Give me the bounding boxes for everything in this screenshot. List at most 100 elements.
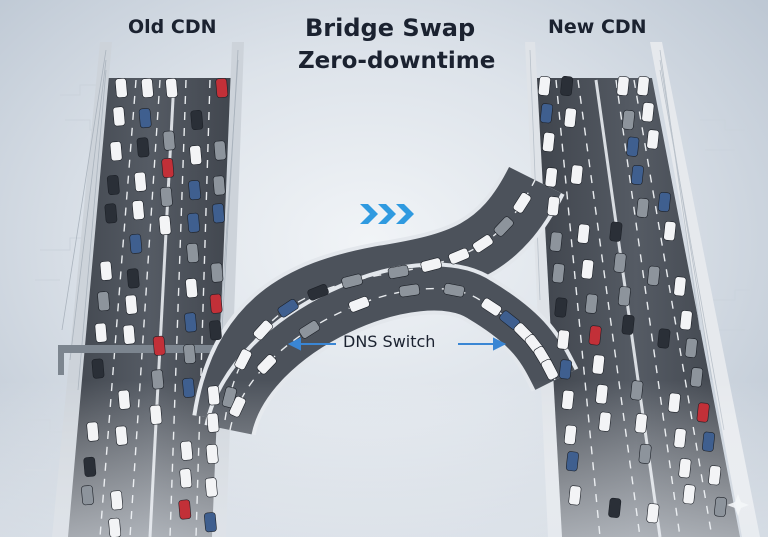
car	[112, 106, 126, 127]
car	[617, 286, 631, 307]
car	[131, 200, 145, 221]
car	[570, 164, 584, 185]
car	[207, 385, 221, 406]
old-cdn-label: Old CDN	[128, 16, 217, 38]
car	[298, 320, 320, 339]
car	[141, 78, 154, 98]
car	[657, 191, 671, 213]
car	[136, 137, 150, 158]
car	[158, 215, 172, 236]
car	[563, 107, 577, 128]
car	[708, 465, 722, 486]
car	[229, 395, 247, 418]
car	[646, 503, 660, 524]
car	[540, 358, 559, 381]
car	[448, 247, 470, 265]
car	[585, 293, 598, 314]
car	[540, 103, 553, 124]
car	[646, 129, 660, 150]
sparkle-icon	[727, 494, 749, 516]
car	[234, 348, 252, 371]
car	[621, 314, 635, 335]
car	[117, 389, 131, 410]
car	[595, 384, 609, 405]
car	[559, 359, 572, 380]
car	[114, 78, 128, 98]
car	[129, 233, 143, 254]
car	[341, 273, 363, 289]
car	[626, 136, 640, 157]
car	[210, 262, 224, 283]
car	[109, 141, 123, 162]
left-arrow-icon	[287, 337, 336, 351]
car	[165, 78, 178, 98]
traffic-cars	[81, 75, 727, 537]
car	[152, 335, 166, 356]
car	[256, 354, 277, 375]
car	[609, 221, 623, 242]
car	[149, 404, 163, 425]
car	[679, 310, 693, 331]
car	[387, 264, 410, 279]
car	[641, 102, 655, 123]
car	[222, 386, 237, 408]
car	[560, 75, 574, 97]
car	[542, 132, 556, 153]
car	[472, 234, 494, 253]
car	[598, 411, 612, 432]
car	[124, 294, 138, 315]
car	[696, 402, 710, 423]
car	[551, 263, 565, 284]
car	[581, 259, 594, 280]
car	[179, 468, 193, 489]
car	[638, 443, 652, 464]
car	[588, 325, 602, 346]
car	[178, 499, 192, 520]
car	[634, 413, 648, 434]
car	[205, 444, 219, 464]
car	[690, 367, 704, 388]
car	[91, 358, 105, 379]
forward-chevrons-icon	[360, 204, 414, 224]
car	[162, 130, 176, 151]
car	[151, 369, 164, 390]
car	[480, 297, 502, 317]
car	[189, 145, 203, 166]
car	[630, 380, 644, 401]
car	[190, 110, 204, 130]
car	[657, 328, 671, 349]
car	[206, 412, 220, 433]
car	[138, 108, 152, 129]
car	[565, 451, 579, 472]
car	[110, 490, 124, 511]
car	[556, 329, 570, 350]
car	[209, 293, 223, 314]
car	[185, 278, 198, 299]
car	[160, 186, 173, 207]
car	[204, 477, 218, 498]
car	[420, 257, 442, 273]
car	[180, 440, 193, 461]
car	[667, 392, 681, 413]
new-cdn-label: New CDN	[548, 16, 647, 38]
car	[184, 312, 197, 333]
car	[108, 517, 122, 537]
car	[622, 109, 635, 130]
car	[563, 424, 577, 445]
car	[673, 276, 687, 297]
car	[678, 458, 692, 479]
car	[115, 425, 128, 446]
car	[212, 175, 226, 196]
car	[83, 456, 97, 477]
car	[549, 231, 563, 252]
car	[307, 284, 329, 301]
car	[636, 197, 650, 218]
car	[97, 291, 110, 312]
car	[554, 297, 568, 318]
car	[493, 216, 514, 237]
car	[126, 268, 140, 289]
car	[94, 322, 108, 343]
car	[682, 484, 696, 505]
